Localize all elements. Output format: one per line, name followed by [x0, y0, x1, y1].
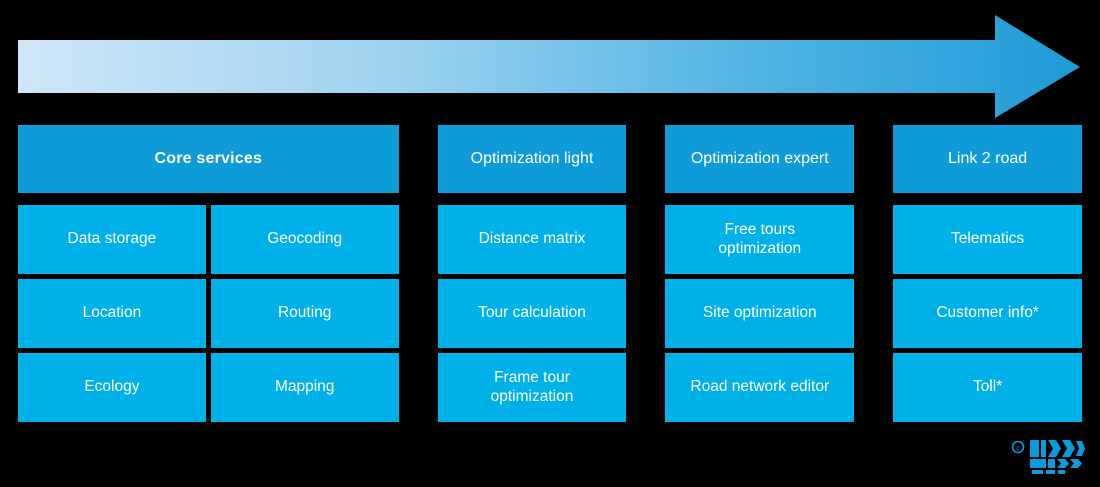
service-grid: Core services Data storage Geocoding Loc…	[18, 125, 1082, 422]
column-header-core-services[interactable]: Core services	[18, 125, 399, 193]
column-header-link-2-road[interactable]: Link 2 road	[893, 125, 1082, 193]
cell-ecology[interactable]: Ecology	[18, 353, 206, 422]
cell-customer-info[interactable]: Customer info*	[893, 279, 1082, 348]
cells-link-2-road: Telematics Customer info* Toll*	[893, 205, 1082, 422]
cell-row: Frame tour optimization	[437, 353, 627, 422]
column-core-services: Core services Data storage Geocoding Loc…	[18, 125, 399, 422]
column-header-optimization-expert[interactable]: Optimization expert	[665, 125, 855, 193]
cell-road-network-editor[interactable]: Road network editor	[665, 353, 855, 422]
cell-row: Ecology Mapping	[18, 353, 399, 422]
cell-row: Site optimization	[665, 279, 855, 348]
cell-row: Toll*	[893, 353, 1082, 422]
cell-tour-calculation[interactable]: Tour calculation	[437, 279, 627, 348]
cell-mapping[interactable]: Mapping	[210, 353, 399, 422]
cell-row: Location Routing	[18, 279, 399, 348]
company-logo-icon: c	[1011, 440, 1085, 474]
cell-toll[interactable]: Toll*	[893, 353, 1082, 422]
cells-core-services: Data storage Geocoding Location Routing …	[18, 205, 399, 422]
cell-row: Tour calculation	[437, 279, 627, 348]
cell-location[interactable]: Location	[18, 279, 206, 348]
cell-row: Distance matrix	[437, 205, 627, 274]
company-logo: c	[1010, 435, 1085, 480]
column-link-2-road: Link 2 road Telematics Customer info* To…	[893, 125, 1082, 422]
cell-routing[interactable]: Routing	[210, 279, 399, 348]
cell-row: Road network editor	[665, 353, 855, 422]
column-optimization-expert: Optimization expert Free tours optimizat…	[665, 125, 855, 422]
cell-data-storage[interactable]: Data storage	[18, 205, 206, 274]
progression-arrow	[0, 0, 1100, 130]
cell-site-optimization[interactable]: Site optimization	[665, 279, 855, 348]
column-header-optimization-light[interactable]: Optimization light	[437, 125, 627, 193]
cell-row: Data storage Geocoding	[18, 205, 399, 274]
cell-telematics[interactable]: Telematics	[893, 205, 1082, 274]
cell-geocoding[interactable]: Geocoding	[210, 205, 399, 274]
svg-text:c: c	[1016, 445, 1020, 452]
cell-distance-matrix[interactable]: Distance matrix	[437, 205, 627, 274]
cells-optimization-light: Distance matrix Tour calculation Frame t…	[437, 205, 627, 422]
cell-row: Customer info*	[893, 279, 1082, 348]
column-optimization-light: Optimization light Distance matrix Tour …	[437, 125, 627, 422]
cell-row: Telematics	[893, 205, 1082, 274]
progression-arrow-icon	[18, 15, 1080, 118]
cell-free-tours-optimization[interactable]: Free tours optimization	[665, 205, 855, 274]
cell-frame-tour-optimization[interactable]: Frame tour optimization	[437, 353, 627, 422]
cell-row: Free tours optimization	[665, 205, 855, 274]
cells-optimization-expert: Free tours optimization Site optimizatio…	[665, 205, 855, 422]
